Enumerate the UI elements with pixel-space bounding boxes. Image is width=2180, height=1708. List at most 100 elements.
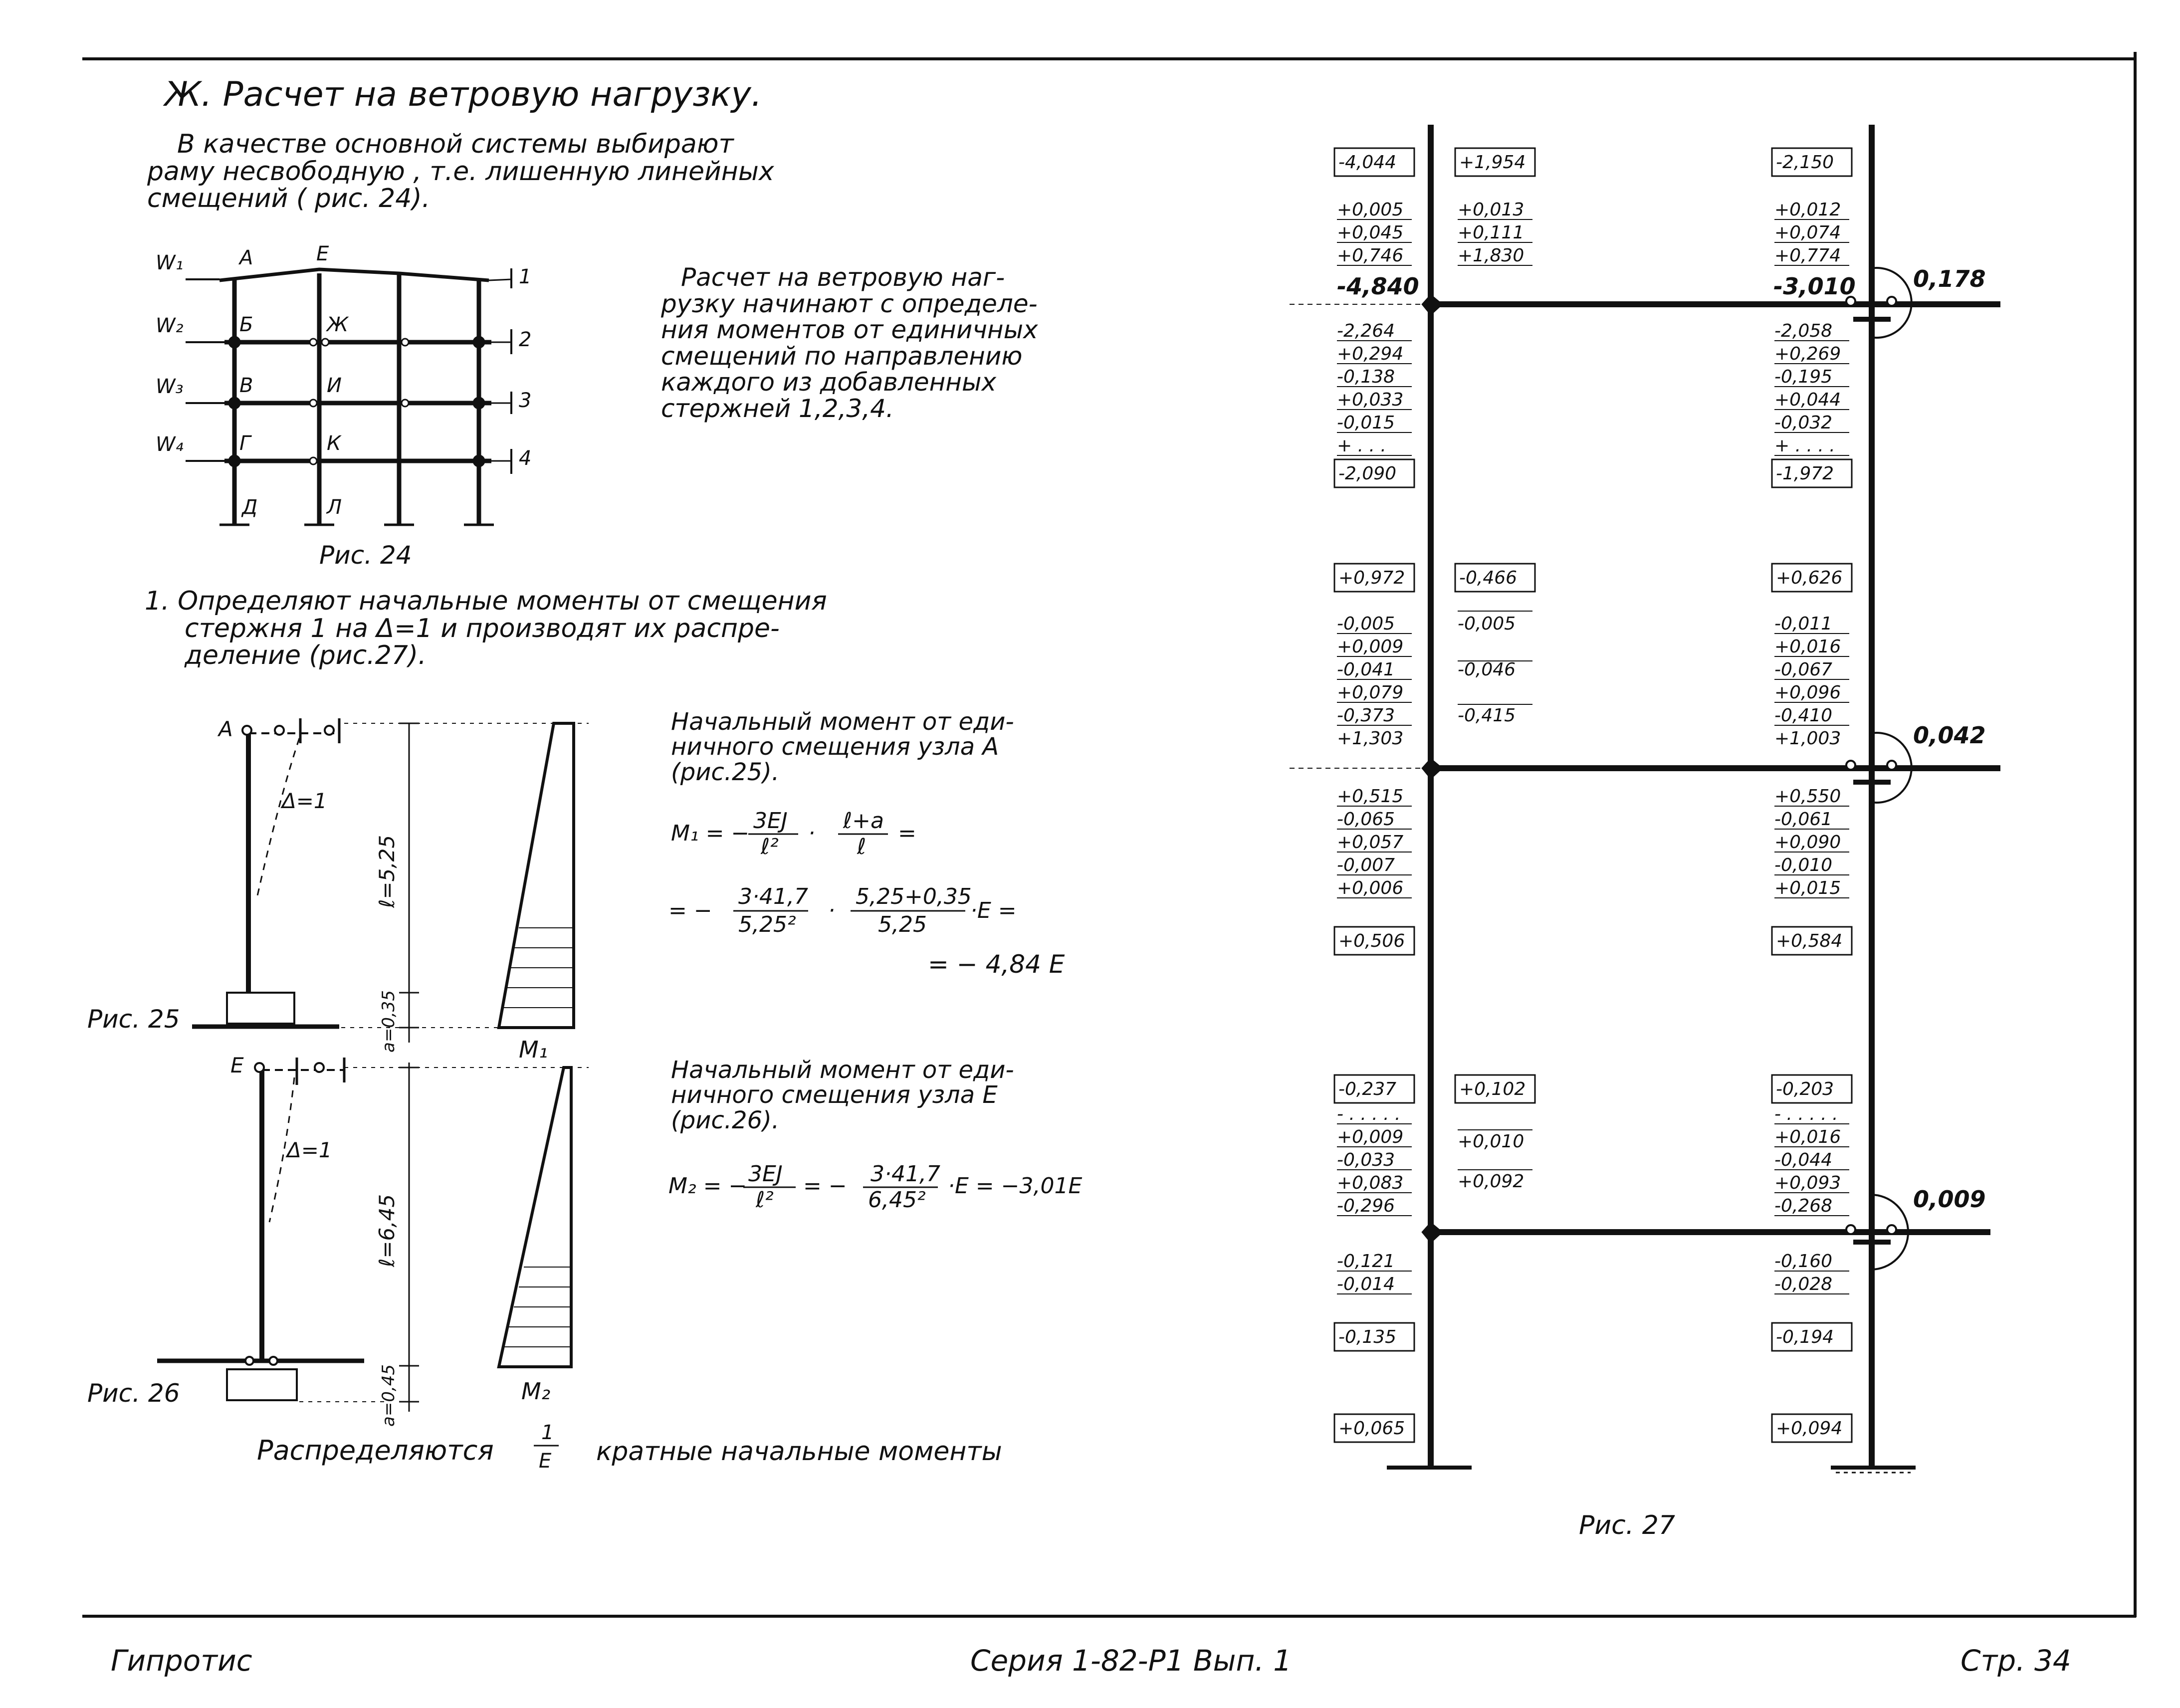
col1-below1-value-5: + . . .	[1337, 435, 1386, 456]
figure-25-labels: А Δ=1 ℓ=5,25 a=0,35 M₁ Рис. 25	[87, 717, 548, 1063]
base-left-box	[1333, 1413, 1415, 1443]
calc1-line-1: Начальный момент от еди-	[671, 708, 1014, 736]
fig25-length: ℓ=5,25	[375, 835, 399, 908]
col1-above3-value-4: -0,296	[1337, 1196, 1395, 1216]
m1b-den1: 5,25²	[738, 912, 796, 937]
fig24-rod-3: 3	[519, 389, 531, 412]
col1-above3-value-2: -0,033	[1337, 1150, 1395, 1170]
col1-above2-value-1: +0,009	[1337, 637, 1403, 657]
m1b-num2: 5,25+0,35	[856, 884, 972, 909]
col3-top-value-0: +0,012	[1774, 200, 1841, 220]
side-line-6: стержней 1,2,3,4.	[661, 394, 894, 423]
fig24-node-e: Е	[316, 242, 329, 265]
col1-top-value-1: +0,045	[1337, 222, 1403, 243]
col1-below3-boxed-box	[1333, 1322, 1415, 1352]
fig25-moment-label: M₁	[519, 1036, 548, 1063]
col3-below2-boxed: +0,584	[1776, 931, 1842, 951]
figure-24-labels: W₁ W₂ W₃ W₄ А Е Б Ж В И Г К Д Л 1 2 3 4 …	[156, 242, 531, 570]
col1-below2-value-4: +0,006	[1337, 878, 1403, 898]
col1-above3-value-3: +0,083	[1337, 1173, 1403, 1193]
distrib-frac-num: 1	[541, 1421, 554, 1444]
col3-top-value-2: +0,774	[1774, 245, 1841, 266]
col3-above2-value-1: +0,016	[1774, 637, 1841, 657]
col3-below2-value-2: +0,090	[1774, 832, 1841, 853]
fig24-node-i: И	[327, 374, 342, 397]
col3-below3-boxed-box	[1771, 1322, 1853, 1352]
col2-above2-boxed-box	[1454, 563, 1536, 593]
reaction-roof: 0,178	[1913, 265, 1986, 292]
col3-below2-boxed-box	[1771, 926, 1853, 956]
col3-above3-value-0: - . . . . .	[1774, 1104, 1838, 1124]
fig25-caption: Рис. 25	[87, 1005, 180, 1034]
footer-center: Серия 1-82-Р1 Вып. 1	[970, 1644, 1292, 1678]
calc2-line-1: Начальный момент от еди-	[671, 1056, 1014, 1084]
fig24-node-d: Д	[241, 496, 257, 519]
col1-below3-boxed: -0,135	[1338, 1327, 1396, 1347]
fig26-moment-label: M₂	[521, 1378, 550, 1405]
col3-below1-value-3: +0,044	[1774, 390, 1841, 410]
col2-above2-boxed: -0,466	[1459, 568, 1517, 588]
col1-above2-value-0: -0,005	[1337, 614, 1395, 634]
col3-above2-value-2: -0,067	[1774, 659, 1832, 680]
col2-above2-value-1: -0,046	[1458, 659, 1516, 680]
col3-above2-boxed: +0,626	[1776, 568, 1842, 588]
col1-below2-value-2: +0,057	[1337, 832, 1403, 853]
fig25-a: a=0,35	[379, 990, 399, 1053]
col2-above3-value-1: +0,092	[1458, 1171, 1524, 1192]
col1-below2-value-1: -0,065	[1337, 809, 1395, 830]
side-line-2: рузку начинают с определе-	[661, 289, 1038, 318]
side-line-1: Расчет на ветровую наг-	[681, 263, 1005, 292]
m2-lhs: M₂ = −	[668, 1173, 747, 1199]
m1-result: = − 4,84 E	[928, 950, 1065, 979]
m1-num2: ℓ+a	[843, 808, 884, 834]
m1b-lhs: = −	[668, 898, 712, 923]
col3-top-boxed-box	[1771, 147, 1853, 177]
col3-below1-value-0: -2,058	[1774, 321, 1832, 341]
distrib-fraction: 1 E	[534, 1421, 559, 1473]
col3-above3-boxed: -0,203	[1776, 1079, 1834, 1099]
fig26-caption: Рис. 26	[87, 1379, 180, 1408]
side-line-5: каждого из добавленных	[661, 368, 997, 397]
col1-above2-value-2: -0,041	[1337, 659, 1395, 680]
m1b-num1: 3·41,7	[738, 884, 808, 909]
step1-line-1: 1. Определяют начальные моменты от смеще…	[145, 586, 827, 616]
col1-below3-value-1: -0,014	[1337, 1274, 1395, 1294]
col1-below2-boxed-box	[1333, 926, 1415, 956]
m1-den2: ℓ	[857, 834, 866, 859]
col1-top-boxed-box	[1333, 147, 1415, 177]
col3-above2-value-3: +0,096	[1774, 682, 1841, 703]
col2-top-value-1: +0,111	[1458, 222, 1524, 243]
col3-below1-value-2: -0,195	[1774, 367, 1832, 387]
figure-26-labels: Е Δ=1 ℓ=6,45 a=0,45 M₂ Рис. 26	[87, 1053, 550, 1427]
col3-above3-boxed-box	[1771, 1074, 1853, 1104]
intro-line-2: раму несвободную , т.е. лишенную линейны…	[147, 156, 774, 187]
col3-below2-value-1: -0,061	[1774, 809, 1832, 830]
fig27-caption: Рис. 27	[1579, 1510, 1675, 1540]
m2-den1: ℓ²	[755, 1187, 774, 1213]
col1-top-value-0: +0,005	[1337, 200, 1403, 220]
col3-top-value-1: +0,074	[1774, 222, 1841, 243]
col3-below3-boxed: -0,194	[1776, 1327, 1834, 1347]
figure-27-reactions: 0,178 0,042 0,009 Рис. 27	[1579, 265, 1986, 1540]
fig24-node-b: Б	[239, 313, 253, 336]
fig24-rod-1: 1	[519, 265, 531, 288]
fig24-node-v: В	[239, 374, 253, 397]
col1-above3-value-0: - . . . . .	[1337, 1104, 1400, 1124]
base-left: +0,065	[1338, 1418, 1405, 1439]
col1-above2-value-3: +0,079	[1337, 682, 1403, 703]
col2-top-value-2: +1,830	[1458, 245, 1524, 266]
calc1-line-3: (рис.25).	[671, 758, 780, 786]
col3-above2-value-0: -0,011	[1774, 614, 1832, 634]
col3-above2-boxed-box	[1771, 563, 1853, 593]
fig26-node: Е	[230, 1053, 244, 1077]
col3-above3-value-3: +0,093	[1774, 1173, 1841, 1193]
col1-below2-value-3: -0,007	[1337, 855, 1395, 875]
side-paragraph: Расчет на ветровую наг- рузку начинают с…	[661, 264, 1038, 422]
col1-above3-boxed-box	[1333, 1074, 1415, 1104]
formula-m1: M₁ = − 3EJ ℓ² · ℓ+a ℓ = = − 3·41,7 5,25²…	[668, 808, 1065, 979]
col3-below3-value-0: -0,160	[1774, 1251, 1832, 1272]
side-line-3: ния моментов от единичных	[661, 315, 1038, 344]
col2-top-value-0: +0,013	[1458, 200, 1524, 220]
figure-24-frame-diagram	[186, 267, 512, 526]
fig24-load-w1: W₁	[156, 251, 184, 274]
